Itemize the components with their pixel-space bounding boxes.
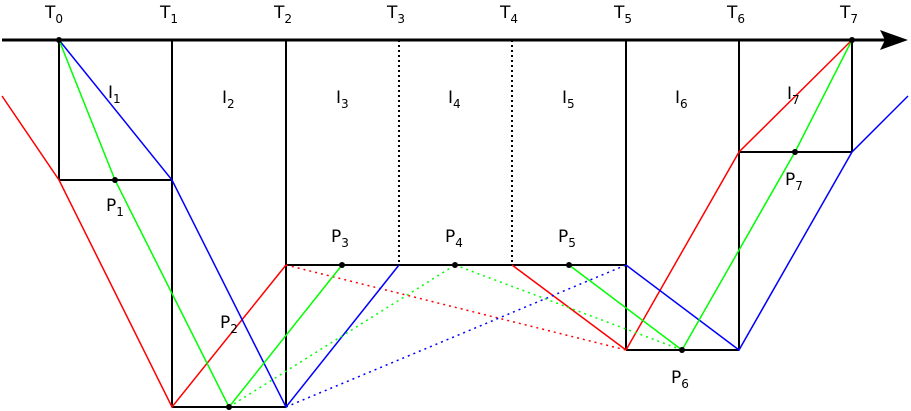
point-p2: [226, 404, 232, 410]
point-label-p3: P3: [331, 227, 349, 250]
interval-labels: I1 I2 I3 I4 I5 I6 I7: [108, 83, 800, 111]
time-label-t5: T5: [613, 3, 632, 26]
point-t7: [849, 37, 855, 43]
green-left-segment: [58, 39, 343, 409]
point-p3: [339, 262, 345, 268]
time-axis: [2, 30, 908, 50]
frame: [58, 40, 853, 408]
red-dotted-connector: [285, 264, 627, 351]
point-p6: [679, 347, 685, 353]
interval-label-i3: I3: [336, 88, 349, 111]
time-label-t1: T1: [159, 3, 178, 26]
interval-label-i7: I7: [787, 84, 800, 107]
green-right-segment: [681, 39, 853, 351]
point-label-p5: P5: [558, 227, 576, 250]
red-left-segment: [1, 95, 287, 409]
point-label-p7: P7: [785, 170, 803, 193]
point-p5: [566, 262, 572, 268]
green-dotted-connector-b: [454, 264, 683, 351]
point-labels: P1 P2 P3 P4 P5 P6 P7: [106, 170, 803, 391]
point-label-p6: P6: [671, 368, 689, 391]
blue-right-segment: [625, 95, 909, 352]
points: [56, 37, 855, 410]
time-label-t2: T2: [273, 3, 292, 26]
time-label-t4: T4: [499, 3, 518, 26]
time-label-t7: T7: [839, 3, 858, 26]
time-labels: T0 T1 T2 T3 T4 T5 T6 T7: [44, 3, 858, 26]
point-label-p1: P1: [106, 196, 124, 219]
point-p4: [452, 262, 458, 268]
point-p1: [112, 177, 118, 183]
point-t0: [56, 37, 62, 43]
interval-label-i4: I4: [448, 88, 461, 111]
blue-dotted-connector: [285, 264, 627, 408]
interval-label-i2: I2: [222, 88, 235, 111]
point-label-p4: P4: [445, 227, 463, 250]
interval-label-i5: I5: [562, 88, 575, 111]
green-i5-segment: [568, 264, 683, 351]
interval-label-i1: I1: [108, 83, 121, 106]
green-path: [58, 39, 853, 409]
time-label-t3: T3: [386, 3, 405, 26]
time-label-t6: T6: [726, 3, 745, 26]
interval-label-i6: I6: [675, 88, 688, 111]
time-axis-arrowhead: [880, 30, 908, 50]
red-path: [1, 39, 853, 409]
green-dotted-connector-a: [228, 264, 456, 408]
point-label-p2: P2: [220, 313, 238, 336]
point-p7: [792, 149, 798, 155]
red-right-segment: [625, 39, 853, 351]
blue-path: [58, 39, 909, 409]
time-label-t0: T0: [44, 3, 63, 26]
